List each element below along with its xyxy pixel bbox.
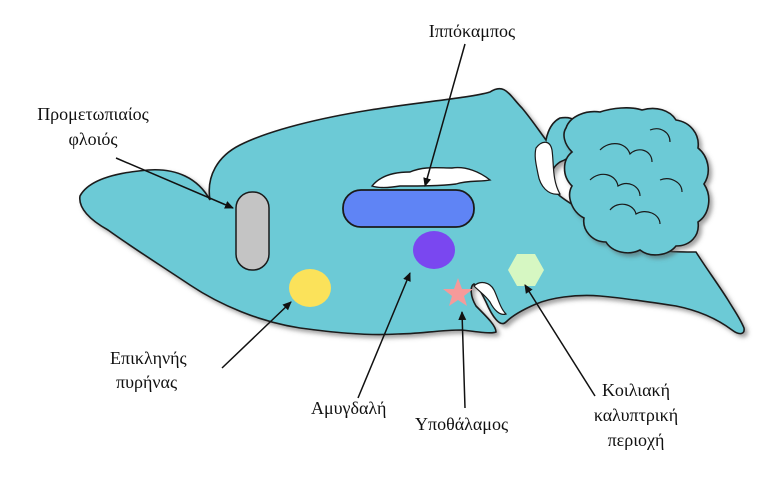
hippocampus-shape (342, 189, 475, 228)
vta-label-line3: περιοχή (607, 430, 665, 450)
cerebellum-outline (563, 107, 710, 256)
pituitary-cleft (473, 281, 508, 315)
cerebellum-folds (589, 128, 683, 225)
hippocampus-label: Ιππόκαμπος (428, 21, 516, 41)
amygdala-pointer (357, 272, 411, 399)
hypothalamus-pointer (458, 311, 467, 409)
amygdala-shape (413, 231, 455, 269)
accumbens-label-line1-a: Επικλ (110, 348, 153, 368)
accumbens-pointer (221, 301, 292, 369)
accumbens-label-line1-b: ηνής (152, 348, 187, 368)
vta-label-line1: Κοιλιακή (601, 380, 671, 400)
hypothalamus-label: Υποθάλαμος (415, 414, 509, 434)
hippocampus-pointer (423, 43, 466, 187)
prefrontal-cortex-shape (235, 191, 270, 271)
amygdala-label: Αμυγδαλή (311, 398, 387, 418)
nucleus-accumbens-shape (289, 269, 331, 307)
prefrontal-pointer (115, 157, 234, 209)
vta-pointer (524, 284, 596, 397)
accumbens-label-line1: Επικληνής (110, 347, 187, 369)
midbrain-cleft (534, 141, 561, 195)
prefrontal-label-line2: φλοιός (68, 129, 118, 149)
vta-label-line2: καλυπτρική (593, 405, 679, 425)
vta-hexagon (508, 254, 544, 286)
hypothalamus-star (443, 278, 473, 306)
prefrontal-label-line1: Προμετωπιαίος (37, 104, 149, 124)
accumbens-label-line2: πυρήνας (116, 372, 178, 392)
